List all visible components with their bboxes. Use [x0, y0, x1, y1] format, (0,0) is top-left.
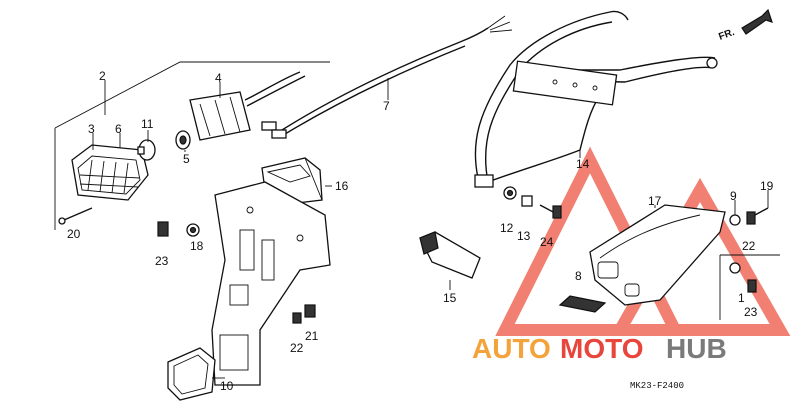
callout-23b: 23 [744, 305, 758, 319]
callout-12: 12 [500, 221, 514, 235]
callout-9: 9 [730, 189, 737, 203]
callout-15: 15 [443, 291, 457, 305]
bulb [137, 139, 156, 161]
callout-14: 14 [576, 157, 590, 171]
callout-11: 11 [141, 117, 154, 131]
callout-4: 4 [215, 71, 222, 85]
tail-lamp-lens [71, 144, 149, 201]
front-direction-arrow: FR. [717, 8, 773, 43]
bolts-lower [292, 304, 316, 324]
callout-24: 24 [540, 235, 554, 249]
svg-text:FR.: FR. [717, 27, 736, 43]
rear-fender-bracket [211, 181, 331, 386]
watermark-auto: AUTO [472, 333, 551, 364]
screw-20 [58, 207, 93, 225]
callout-labels: 1 2 3 4 5 6 7 8 9 10 11 12 13 14 15 16 1… [67, 69, 774, 393]
exploded-boundary [54, 61, 780, 320]
seal-pad [558, 295, 607, 313]
tail-cowl [589, 204, 726, 306]
callout-1: 1 [738, 291, 745, 305]
callout-18: 18 [190, 239, 204, 253]
callout-7: 7 [383, 99, 390, 113]
callout-leaders [92, 78, 769, 379]
callout-13: 13 [517, 229, 531, 243]
diagram-code: MK23-F2400 [630, 381, 684, 391]
bolts-center [503, 186, 562, 219]
callout-3: 3 [88, 122, 95, 136]
reflector-bracket [419, 231, 481, 279]
bulb-socket [175, 130, 191, 150]
callout-5: 5 [183, 152, 190, 166]
watermark-hub: HUB [666, 333, 727, 364]
wire-harness [261, 15, 513, 139]
callout-23a: 23 [155, 254, 169, 268]
bolts-right [729, 207, 769, 293]
watermark-moto: MOTO [560, 333, 643, 364]
callout-22b: 22 [742, 239, 756, 253]
callout-2: 2 [99, 69, 106, 83]
callout-19: 19 [760, 179, 774, 193]
callout-21: 21 [305, 329, 319, 343]
callout-10: 10 [220, 379, 234, 393]
callout-16: 16 [335, 179, 349, 193]
callout-22a: 22 [290, 341, 304, 355]
lamp-housing [189, 71, 306, 141]
bolts-left [157, 221, 200, 237]
reflector [167, 347, 216, 401]
callout-8: 8 [575, 269, 582, 283]
callout-6: 6 [115, 122, 122, 136]
grab-rail [474, 10, 718, 188]
callout-20: 20 [67, 227, 81, 241]
watermark-text: AUTO MOTO HUB [472, 333, 727, 364]
callout-17: 17 [648, 194, 662, 208]
